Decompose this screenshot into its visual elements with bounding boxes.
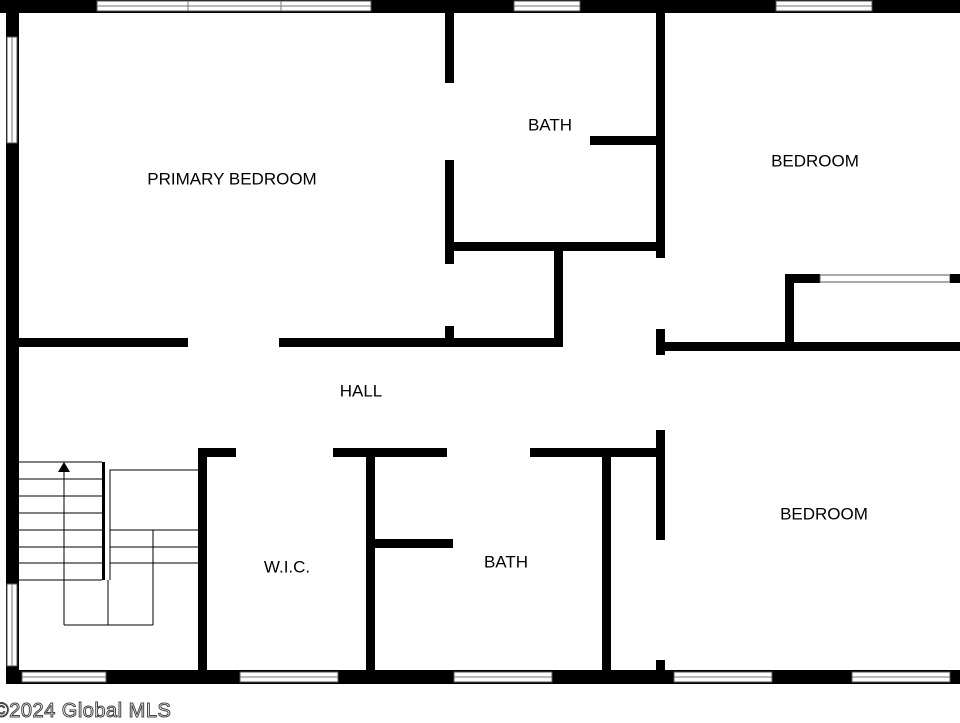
label-bedroom-upper: BEDROOM	[771, 151, 859, 170]
stair-wall	[102, 462, 105, 580]
label-wic: W.I.C.	[264, 557, 310, 576]
wall-left	[6, 0, 19, 684]
wall-hall-bottom-2	[333, 448, 447, 457]
wall-primary-bath-mid	[445, 160, 454, 264]
wall-bath-nib	[590, 136, 656, 145]
label-bath-upper: BATH	[528, 115, 572, 134]
wall-primary-bath-upper	[445, 13, 454, 83]
label-bath-lower: BATH	[484, 552, 528, 571]
wall-bedroom-lower-b	[656, 660, 665, 674]
wall-bath-bedroom	[656, 13, 665, 258]
wall-primary-closet-lower	[445, 326, 454, 346]
wall-hall-top-left	[19, 338, 188, 347]
wall-bedroom-split	[656, 329, 665, 355]
wall-closet-left	[785, 274, 794, 346]
windows-left	[6, 36, 18, 667]
stair-up-arrow-icon	[58, 462, 70, 472]
wall-wic-left	[198, 448, 207, 670]
wall-hall-bottom-3	[530, 448, 660, 457]
label-hall: HALL	[340, 381, 383, 400]
room-labels: PRIMARY BEDROOM BATH BEDROOM HALL BEDROO…	[147, 115, 868, 576]
label-bedroom-lower: BEDROOM	[780, 504, 868, 523]
staircase	[19, 461, 198, 626]
wall-wic-bath	[366, 457, 375, 670]
wall-bedroom-horizontal	[665, 342, 960, 351]
wall-bedroom-lower-a	[656, 430, 665, 540]
wall-closet-top-end	[950, 274, 960, 283]
windows-top	[96, 0, 873, 12]
wall-closet-top-nib	[785, 274, 820, 283]
closet-door-track	[819, 274, 951, 283]
wall-bath-right	[602, 457, 611, 670]
wall-hall-top-right	[279, 338, 563, 347]
interior-walls	[19, 13, 960, 674]
windows-bottom	[21, 671, 951, 683]
wall-bath-nib-lower	[375, 539, 453, 548]
wall-closet-right	[554, 250, 563, 346]
copyright-watermark: ©2024 Global MLS	[0, 700, 172, 723]
label-primary-bedroom: PRIMARY BEDROOM	[147, 169, 316, 188]
wall-hall-bottom-1	[198, 448, 236, 457]
wall-bath-bottom	[454, 242, 658, 251]
